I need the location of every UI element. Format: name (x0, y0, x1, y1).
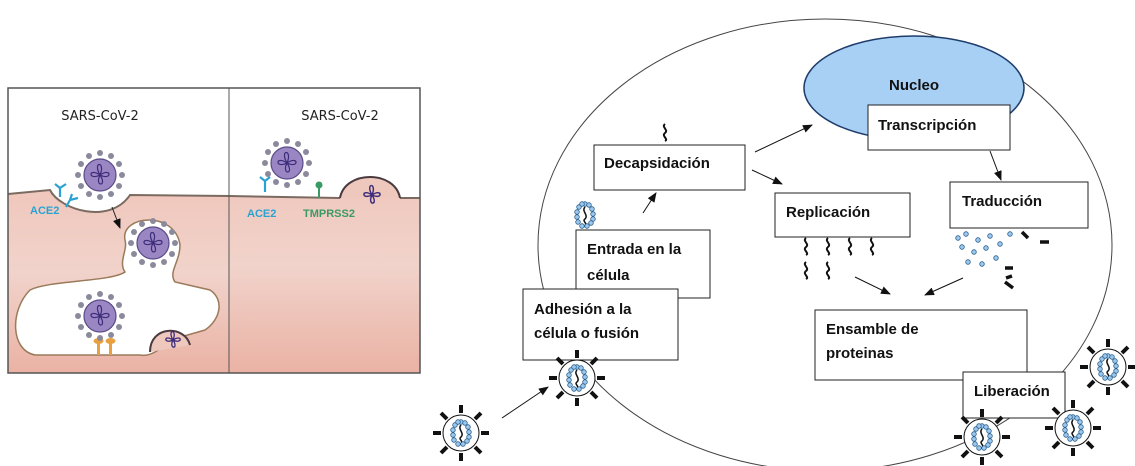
step-decapsidacion (593, 144, 746, 191)
step-traduccion (949, 181, 1089, 229)
step-replicacion (774, 192, 911, 238)
step-entrada-label: célula (587, 267, 630, 284)
step-adhesion (522, 288, 679, 361)
step-decapsidacion-label: Decapsidación (604, 155, 710, 172)
step-ensamble-label: Ensamble de (826, 321, 919, 338)
tmprss2-label: TMPRSS2 (303, 208, 355, 220)
arrow-proteins-to-assembly (924, 277, 964, 296)
endosome (14, 219, 220, 357)
arrow-entry-uncoating (642, 192, 657, 214)
arrow-rna-to-assembly (854, 276, 891, 295)
tmprss2-protease-icon (315, 181, 323, 198)
step-entrada-label: Entrada en la (587, 241, 682, 258)
entry-mechanisms-figure: SARS-CoV-2 SARS-CoV-2 ACE2 ACE2 TMPRSS2 (7, 87, 421, 374)
virion-icon (1045, 400, 1101, 456)
step-traduccion-label: Traducción (962, 193, 1042, 210)
nucleus-label: Nucleo (889, 77, 939, 94)
virion-icon (1080, 339, 1135, 395)
released-rna-icon (363, 184, 381, 204)
viral-protein-icons (955, 230, 1049, 290)
step-adhesion-label: Adhesión a la (534, 301, 632, 318)
replication-cycle: Nucleo Transcripción Decapsidación Repli… (433, 18, 1135, 466)
figure-frame (7, 87, 421, 374)
step-replicacion-label: Replicación (786, 204, 870, 221)
arrow-to-replication (751, 169, 783, 185)
step-transcripcion (867, 104, 1011, 151)
step-ensamble-label: proteinas (826, 345, 894, 362)
step-entrada (575, 229, 711, 299)
cell-cytoplasm-right (229, 177, 420, 373)
endocytosis-arrow (111, 206, 121, 229)
panel-title-endosomal: SARS-CoV-2 (61, 109, 139, 124)
arrow-to-translation (989, 150, 1002, 181)
step-transcripcion-label: Transcripción (878, 117, 976, 134)
arrow-attachment (501, 386, 549, 419)
ace2-label-right: ACE2 (247, 208, 276, 220)
released-rna-icon (165, 330, 181, 348)
ace2-label-left: ACE2 (30, 205, 59, 217)
step-liberacion-label: Liberación (974, 383, 1050, 400)
ace2-receptor-icon (54, 176, 271, 208)
virion-icon (433, 405, 489, 461)
step-adhesion-label: célula o fusión (534, 325, 639, 342)
cell-membrane (7, 188, 341, 213)
arrow-to-nucleus (754, 124, 813, 153)
panel-title-surface: SARS-CoV-2 (301, 109, 379, 124)
step-ensamble (814, 309, 1028, 381)
